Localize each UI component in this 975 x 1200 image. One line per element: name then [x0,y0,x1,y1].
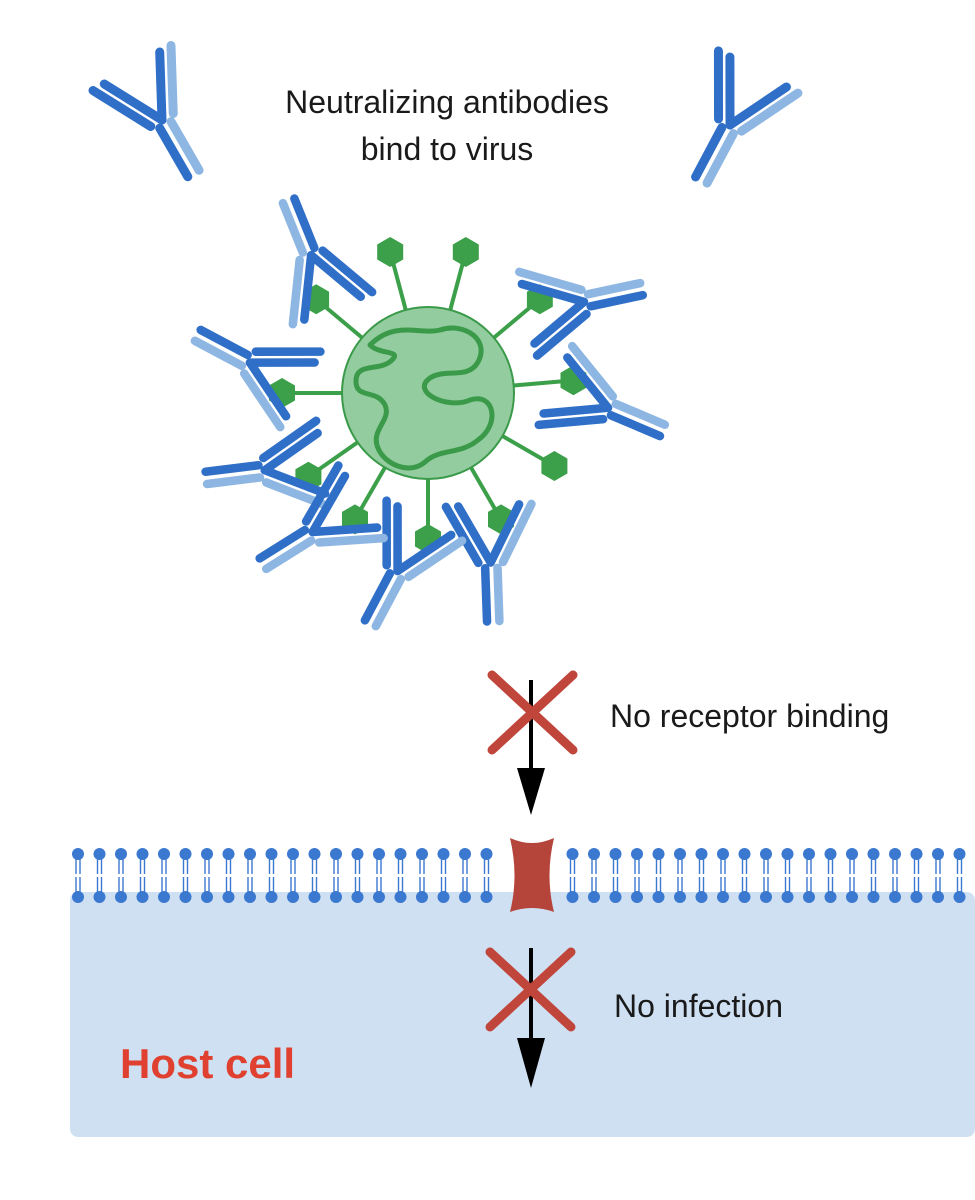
free-antibody-left [93,46,232,197]
lipid [952,847,967,904]
lipid [178,847,193,904]
lipid [135,847,150,904]
lipid [92,847,107,904]
lipid [286,847,300,904]
lipid [264,847,279,904]
title-line-1: Neutralizing antibodies [285,84,609,120]
receptor [510,838,554,912]
lipid [479,847,494,904]
lipid [759,847,773,904]
lipid [630,847,644,904]
block-x-icon [487,670,578,755]
lipid [587,847,601,904]
no-infection-label: No infection [614,988,783,1024]
spike [501,434,568,481]
lipid [114,847,128,904]
lipid [845,847,859,904]
free-antibody-right [661,51,798,201]
lipid [393,847,408,904]
lipid [372,847,386,904]
spike [448,237,479,311]
lipid [200,847,214,904]
lipid [415,847,429,904]
lipid [243,847,257,904]
lipid [737,847,752,904]
lipid [436,847,451,904]
lipid [71,847,85,904]
host-cell-cytoplasm [70,892,975,1137]
lipid [716,847,730,904]
lipid [565,847,580,904]
host-cell-label: Host cell [120,1040,295,1087]
lipid [823,847,838,904]
lipid [909,847,924,904]
bound-antibody [178,297,320,427]
lipid [307,847,322,904]
lipid [651,847,666,904]
lipid [866,847,881,904]
lipid [694,847,709,904]
block-x-icon [485,947,576,1032]
no-receptor-binding-label: No receptor binding [610,698,889,734]
lipid [888,847,902,904]
lipid [458,847,472,904]
viral-rna [353,325,495,471]
lipid [802,847,816,904]
lipid [350,847,365,904]
blocked-binding-arrow [517,680,545,815]
lipid [931,847,945,904]
lipid [329,847,343,904]
lipid [780,847,795,904]
lipid [157,847,171,904]
lipid [221,847,236,904]
spike [377,237,408,311]
lipid [608,847,623,904]
lipid [673,847,687,904]
title-line-2: bind to virus [361,131,534,167]
